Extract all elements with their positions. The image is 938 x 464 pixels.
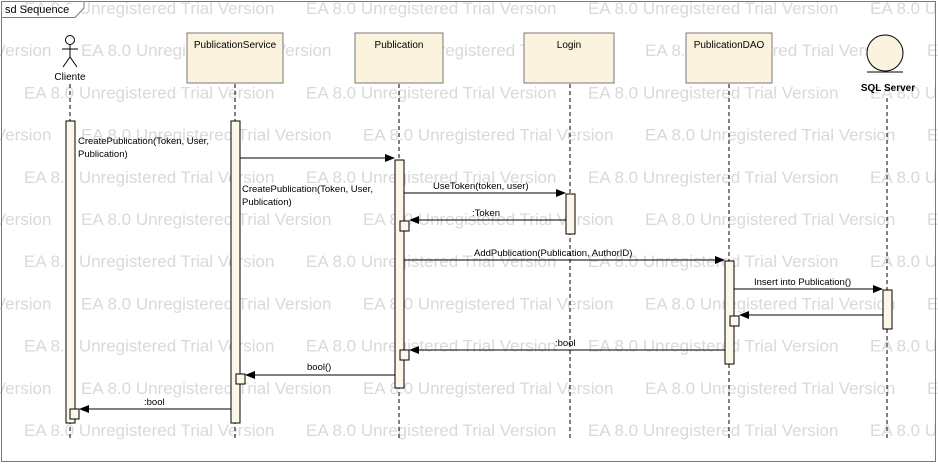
return-activation-service-bool xyxy=(235,373,246,385)
watermark-text: EA 8.0 Unregistered Trial Version xyxy=(645,210,895,229)
watermark-text: EA 8.0 Unregistered Trial Version xyxy=(363,379,613,398)
lifeline-publication-service[interactable]: PublicationService xyxy=(186,32,284,84)
watermark-text: EA 8.0 Unregistered Trial Version xyxy=(588,168,838,187)
return-activation-cliente-bool xyxy=(69,408,80,420)
lifeline-login[interactable]: Login xyxy=(523,32,615,84)
activation-bars xyxy=(65,120,893,424)
activation-publication-service xyxy=(230,120,241,424)
watermark-text: EA 8.0 Unregistered Trial Version xyxy=(588,0,838,18)
activation-cliente xyxy=(65,120,76,424)
watermark-text: EA 8.0 Unregistered Trial Version xyxy=(870,252,938,271)
watermark-text: EA 8.0 Unregistered Trial Version xyxy=(588,252,838,271)
watermark-text: EA 8.0 Unregistered Trial Version xyxy=(0,294,51,313)
watermark-text: EA 8.0 Unregistered Trial Version xyxy=(363,126,613,145)
message-label-use-token: UseToken(token, user) xyxy=(433,181,529,192)
lifeline-label-cliente: Cliente xyxy=(54,72,86,83)
watermark-text: EA 8.0 Unregistered Trial Version xyxy=(306,0,556,18)
message-label-create-publication-2-line2: Publication) xyxy=(242,197,292,208)
watermark-text: EA 8.0 Unregistered Trial Version xyxy=(306,83,556,102)
watermark-text: EA 8.0 Unregistered Trial Version xyxy=(306,168,556,187)
message-label-create-publication-1-line1: CreatePublication(Token, User, xyxy=(78,136,209,147)
watermark-text: EA 8.0 Unregistered Trial Version xyxy=(81,210,331,229)
watermark-text: EA 8.0 Unregistered Trial Version xyxy=(645,126,895,145)
message-label-add-publication: AddPublication(Publication, AuthorID) xyxy=(474,248,632,259)
watermark-text: EA 8.0 Unregistered Trial Version xyxy=(24,421,274,440)
message-label-token-return: :Token xyxy=(472,208,500,219)
lifeline-label-sql-server: SQL Server xyxy=(861,83,915,94)
watermark-text: EA 8.0 Unregistered Trial Version xyxy=(588,83,838,102)
watermark-text: EA 8.0 Unregistered Trial Version xyxy=(927,210,938,229)
watermark-text: EA 8.0 Unregistered Trial Version xyxy=(24,168,274,187)
watermark-text: EA 8.0 Unregistered Trial Version xyxy=(588,337,838,356)
lifeline-publication-dao[interactable]: PublicationDAO xyxy=(685,32,773,84)
message-label-create-publication-2-line1: CreatePublication(Token, User, xyxy=(242,184,373,195)
activation-login xyxy=(565,193,576,235)
watermark-text: EA 8.0 Unregistered Trial Version xyxy=(0,379,51,398)
return-activation-dao-sql xyxy=(729,315,740,327)
return-activation-publication-bool xyxy=(399,349,410,361)
watermark-text: EA 8.0 Unregistered Trial Version xyxy=(24,252,274,271)
watermark-text: EA 8.0 Unregistered Trial Version xyxy=(24,337,274,356)
lifeline-label-publication-dao: PublicationDAO xyxy=(694,40,765,51)
watermark-text: EA 8.0 Unregistered Trial Version xyxy=(927,294,938,313)
message-label-bool-service-return: :bool xyxy=(144,397,165,408)
watermark-text: EA 8.0 Unregistered Trial Version xyxy=(306,337,556,356)
watermark-text: EA 8.0 Unregistered Trial Version xyxy=(81,294,331,313)
activation-publication xyxy=(394,159,405,389)
frame-label-tab xyxy=(1,1,85,18)
activation-publication-dao xyxy=(724,260,735,365)
message-label-bool-call: bool() xyxy=(307,362,331,373)
entity-sql-server-icon[interactable] xyxy=(866,34,904,73)
activation-sql-server xyxy=(882,289,893,330)
watermark-text: EA 8.0 Unregistered Trial Version xyxy=(0,210,51,229)
lifeline-label-login: Login xyxy=(557,40,581,51)
watermark-text: EA 8.0 Unregistered Trial Version xyxy=(870,168,938,187)
watermark-text: EA 8.0 Unregistered Trial Version xyxy=(306,252,556,271)
message-label-create-publication-1-line2: Publication) xyxy=(78,149,128,160)
watermark-text: EA 8.0 Unregistered Trial Version xyxy=(81,379,331,398)
watermark-text: EA 8.0 Unregistered Trial Version xyxy=(363,294,613,313)
actor-cliente-icon[interactable] xyxy=(62,35,78,68)
watermark-text: EA 8.0 Unregistered Trial Version xyxy=(24,83,274,102)
watermark-text: EA 8.0 Unregistered Trial Version xyxy=(645,294,895,313)
watermark-text: EA 8.0 Unregistered Trial Version xyxy=(81,126,331,145)
return-activation-publication-token xyxy=(399,220,410,232)
lifeline-label-publication-service: PublicationService xyxy=(194,40,277,51)
watermark-text: EA 8.0 Unregistered Trial Version xyxy=(927,41,938,60)
message-label-bool-dao-return: :bool xyxy=(555,338,576,349)
watermark-text: EA 8.0 Unregistered Trial Version xyxy=(588,421,838,440)
frame-label: sd Sequence xyxy=(5,4,69,16)
watermark-text: EA 8.0 Unregistered Trial Version xyxy=(0,126,51,145)
watermark-text: EA 8.0 Unregistered Trial Version xyxy=(927,379,938,398)
watermark-text: EA 8.0 Unregistered Trial Version xyxy=(927,126,938,145)
watermark-text: EA 8.0 Unregistered Trial Version xyxy=(645,379,895,398)
lifeline-publication[interactable]: Publication xyxy=(354,32,444,84)
watermark-text: EA 8.0 Unregistered Trial Version xyxy=(870,421,938,440)
watermark-text: EA 8.0 Unregistered Trial Version xyxy=(306,421,556,440)
watermark-text: EA 8.0 Unregistered Trial Version xyxy=(870,337,938,356)
watermark-text: EA 8.0 Unregistered Trial Version xyxy=(0,41,51,60)
watermark-text: EA 8.0 Unregistered Trial Version xyxy=(870,0,938,18)
message-label-insert: Insert into Publication() xyxy=(754,277,851,288)
watermark-text: EA 8.0 Unregistered Trial Version xyxy=(24,0,274,18)
watermark-text: EA 8.0 Unregistered Trial Version xyxy=(870,83,938,102)
lifeline-label-publication: Publication xyxy=(375,40,424,51)
